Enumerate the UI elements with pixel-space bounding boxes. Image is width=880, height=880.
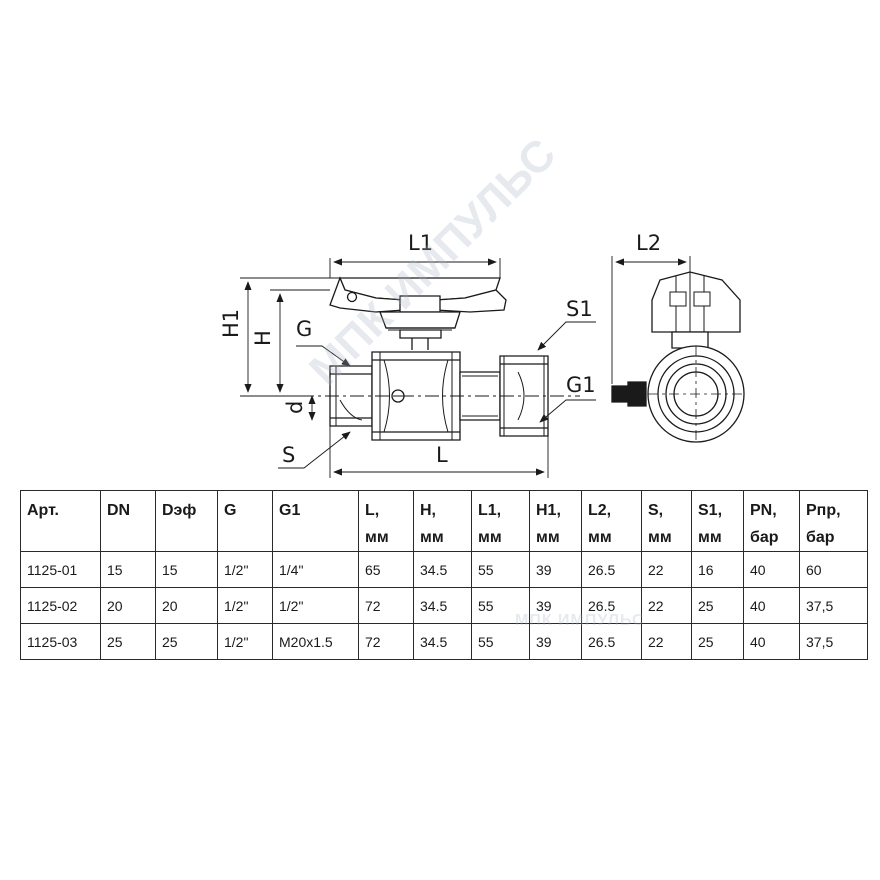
- column-header-unit: бар: [750, 529, 779, 546]
- column-header: H, мм: [413, 490, 472, 552]
- column-header-label: G: [224, 502, 237, 519]
- table-cell: 60: [799, 551, 868, 588]
- column-header-label: Pпр,: [806, 502, 841, 519]
- column-header: S1, мм: [691, 490, 744, 552]
- table-cell: 37,5: [799, 623, 868, 660]
- column-header: Pпр, бар: [799, 490, 868, 552]
- column-header: H1, мм: [529, 490, 582, 552]
- column-header: DN: [100, 490, 156, 552]
- table-cell: 22: [641, 551, 692, 588]
- valve-handle: [329, 276, 507, 350]
- column-header: PN, бар: [743, 490, 800, 552]
- drawing-svg: L1 L2 H1 H G d S L S1 G1: [219, 231, 745, 478]
- table-cell: 72: [358, 623, 414, 660]
- table-cell: 1/2": [217, 551, 273, 588]
- table-cell: 22: [641, 587, 692, 624]
- table-cell: 26.5: [581, 551, 642, 588]
- column-header-label: L2,: [588, 502, 612, 519]
- column-header-unit: мм: [588, 529, 612, 546]
- label-S1: S1: [566, 297, 593, 321]
- column-header-label: G1: [279, 502, 301, 519]
- table-cell: 1/4": [272, 551, 359, 588]
- label-L1: L1: [408, 231, 433, 255]
- table-cell: 25: [155, 623, 218, 660]
- table-cell: 34.5: [413, 551, 472, 588]
- side-view: [611, 271, 745, 443]
- table-cell: 39: [529, 587, 582, 624]
- table-cell: 25: [691, 623, 744, 660]
- table-cell: 15: [100, 551, 156, 588]
- valve-technical-drawing: L1 L2 H1 H G d S L S1 G1: [219, 231, 745, 478]
- table-cell: 39: [529, 551, 582, 588]
- column-header-label: DN: [107, 502, 131, 519]
- column-header: G1: [272, 490, 359, 552]
- column-header: Dэф: [155, 490, 218, 552]
- table-cell: 20: [100, 587, 156, 624]
- column-header-label: PN,: [750, 502, 777, 519]
- table-cell: 39: [529, 623, 582, 660]
- column-header-label: S1,: [698, 502, 723, 519]
- column-header-unit: мм: [478, 529, 502, 546]
- label-S: S: [282, 443, 295, 467]
- column-header-label: L,: [365, 502, 380, 519]
- column-header-unit: мм: [698, 529, 722, 546]
- table-cell: 25: [100, 623, 156, 660]
- label-d: d: [283, 401, 307, 414]
- table-cell: 55: [471, 587, 530, 624]
- table-cell: 1/2": [217, 587, 273, 624]
- table-cell: 1125-03: [20, 623, 101, 660]
- valve-body: [371, 351, 461, 441]
- column-header-unit: бар: [806, 529, 835, 546]
- column-header-label: Dэф: [162, 502, 197, 519]
- column-header-unit: мм: [536, 529, 560, 546]
- column-header-unit: мм: [365, 529, 389, 546]
- table-cell: 26.5: [581, 623, 642, 660]
- column-header: L1, мм: [471, 490, 530, 552]
- table-cell: 34.5: [413, 587, 472, 624]
- table-cell: 40: [743, 587, 800, 624]
- table-cell: 1/2": [272, 587, 359, 624]
- table-cell: 65: [358, 551, 414, 588]
- table-cell: 1125-02: [20, 587, 101, 624]
- label-H1: H1: [219, 309, 243, 338]
- table-cell: 1/2": [217, 623, 273, 660]
- column-header-label: S,: [648, 502, 664, 519]
- table-cell: 1125-01: [20, 551, 101, 588]
- table-cell: 20: [155, 587, 218, 624]
- table-cell: 34.5: [413, 623, 472, 660]
- table-cell: 26.5: [581, 587, 642, 624]
- table-cell: 16: [691, 551, 744, 588]
- column-header-unit: мм: [648, 529, 672, 546]
- column-header-label: Арт.: [27, 502, 59, 519]
- table-cell: 72: [358, 587, 414, 624]
- column-header-label: L1,: [478, 502, 502, 519]
- column-header: L, мм: [358, 490, 414, 552]
- column-header-label: H,: [420, 502, 436, 519]
- column-header: G: [217, 490, 273, 552]
- label-G: G: [296, 317, 312, 341]
- label-G1: G1: [566, 373, 596, 397]
- column-header: S, мм: [641, 490, 692, 552]
- table-cell: M20x1.5: [272, 623, 359, 660]
- table-cell: 40: [743, 623, 800, 660]
- table-cell: 25: [691, 587, 744, 624]
- label-L2: L2: [636, 231, 661, 255]
- column-header-label: H1,: [536, 502, 561, 519]
- table-cell: 22: [641, 623, 692, 660]
- table-cell: 55: [471, 623, 530, 660]
- table-cell: 40: [743, 551, 800, 588]
- column-header: Арт.: [20, 490, 101, 552]
- column-header: L2, мм: [581, 490, 642, 552]
- table-cell: 37,5: [799, 587, 868, 624]
- label-L: L: [436, 443, 448, 467]
- column-header-unit: мм: [420, 529, 444, 546]
- table-cell: 55: [471, 551, 530, 588]
- table-cell: 15: [155, 551, 218, 588]
- label-H: H: [251, 330, 275, 346]
